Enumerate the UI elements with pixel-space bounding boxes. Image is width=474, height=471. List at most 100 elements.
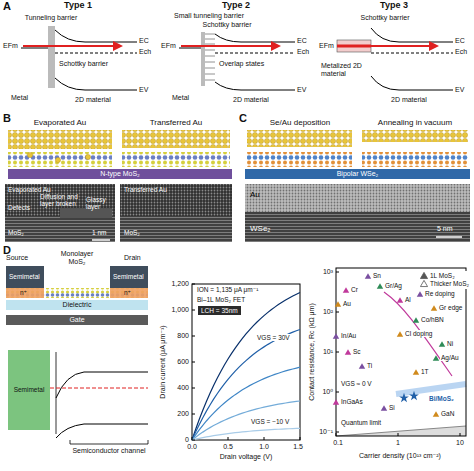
energy-level: EC — [139, 37, 149, 45]
material-label: Metalized 2D material — [321, 62, 367, 78]
panel-subheading: Se/Au deposition — [270, 118, 331, 127]
terminal-label: Drain — [124, 254, 141, 262]
data-point — [399, 393, 409, 402]
legend-item: 1L MoS₂ — [420, 272, 469, 280]
type-heading: Type 2 — [222, 0, 250, 10]
legend-text: 1L MoS₂ — [430, 272, 455, 280]
node-text: Bipolar WSe₂ — [337, 170, 379, 178]
axis-title: Drain current (μA μm⁻¹) — [159, 325, 167, 398]
point-label: Sn — [372, 272, 382, 279]
point-label: In/Au — [340, 332, 357, 339]
data-point — [343, 287, 349, 293]
node-text: LCH = 35nm — [201, 307, 238, 314]
axis-tick-mark — [336, 312, 339, 313]
iv-curve — [192, 292, 300, 440]
axis-tick-mark — [460, 433, 461, 436]
gate-layer: Gate — [6, 315, 148, 325]
data-point — [413, 369, 419, 375]
axis-tick-mark — [336, 433, 337, 436]
barrier-label: Tunneling barrier — [25, 14, 78, 22]
point-label: Ni — [446, 340, 454, 347]
panel-subheading: Transferred Au — [150, 118, 203, 127]
axis-tick: 0.5 — [223, 443, 233, 451]
axis-title: Carrier density (10¹³ cm⁻²) — [359, 452, 441, 460]
barrier-label: Schottky barrier — [59, 60, 108, 68]
point-label: InGaAs — [340, 398, 364, 405]
axis-tick: 10³ — [323, 268, 333, 276]
terminal-label: Source — [6, 254, 28, 262]
data-point — [377, 283, 383, 289]
atom-schematic — [247, 130, 468, 167]
image-label: Au — [250, 190, 260, 199]
data-point — [335, 301, 341, 307]
iv-curve — [192, 367, 300, 440]
material-label: 2D material — [75, 96, 111, 104]
plot-annotation: VGS = −10 V — [250, 418, 290, 425]
plot-annotation: VGS = 30V — [256, 334, 291, 341]
axis-tick-mark — [192, 362, 195, 363]
axis-tick-mark — [336, 272, 339, 273]
contact-label: Semimetal — [9, 273, 40, 280]
type-heading: Type 1 — [64, 0, 92, 10]
point-label: VGS ≈ 0 V — [340, 380, 373, 387]
axis-tick-mark — [336, 432, 339, 433]
data-point — [417, 291, 423, 297]
data-point — [409, 391, 419, 400]
barrier-label: Schottky barrier — [360, 14, 409, 22]
doping-label: n⁺ — [20, 289, 27, 296]
iv-curve — [192, 428, 300, 440]
band-diagram — [21, 26, 137, 90]
axis-tick-mark — [192, 284, 195, 285]
point-label: Re doping — [424, 290, 456, 297]
data-point — [345, 349, 351, 355]
axis-tick: 1,000 — [171, 306, 189, 314]
bracket-label: Semiconductor channel — [72, 447, 145, 455]
material-label: 2D material — [391, 96, 427, 104]
data-point — [397, 331, 403, 337]
doping-label: n⁺ — [124, 289, 131, 296]
axis-tick-mark — [192, 414, 195, 415]
axis-tick: 1 — [396, 439, 400, 447]
legend: 1L MoS₂Thicker MoS₂ — [418, 271, 471, 289]
axis-tick: 1.0 — [259, 443, 269, 451]
legend-item: Thicker MoS₂ — [420, 280, 469, 288]
axis-tick-mark — [336, 392, 339, 393]
semimetal-block: Semimetal — [8, 350, 50, 430]
data-point — [397, 297, 403, 303]
material-label: 2D material — [233, 96, 269, 104]
point-label: Cl doping — [404, 330, 433, 337]
point-label: Cr — [350, 286, 359, 293]
barrier-label: Small tunneling barrier — [174, 12, 244, 20]
energy-level: Ech — [139, 48, 151, 56]
axis-tick: 0 — [185, 436, 189, 444]
point-label: Gr/Ag — [384, 282, 403, 289]
node-text: Dielectric — [63, 301, 92, 309]
axis-tick: 10¹ — [323, 348, 333, 356]
legend-marker — [420, 272, 428, 280]
point-label: 1T — [420, 368, 430, 375]
data-point — [431, 305, 437, 311]
energy-level: Ech — [455, 48, 467, 56]
node-text: Gate — [69, 316, 84, 324]
iv-curve — [192, 401, 300, 440]
image-label: MoS₂ — [124, 229, 140, 236]
point-label: Al — [404, 296, 412, 303]
axis-title: Drain voltage (V) — [220, 453, 273, 461]
image-label: Defects — [8, 204, 30, 211]
energy-level: EC — [297, 37, 307, 45]
material-label: Metal — [172, 94, 189, 102]
energy-level: EV — [455, 86, 464, 94]
axis-tick: 400 — [177, 384, 189, 392]
material-band: N-type MoS₂ — [8, 169, 232, 179]
axis-tick-mark — [300, 437, 301, 440]
atom-schematic — [8, 130, 230, 167]
material-label: Metal — [11, 94, 28, 102]
image-label: WSe₂ — [250, 224, 270, 233]
panel-subheading: Evaporated Au — [34, 118, 86, 127]
axis-tick: 800 — [177, 332, 189, 340]
device-schematic — [6, 266, 148, 298]
image-label: Glassy layer — [86, 196, 114, 211]
energy-level: EV — [139, 86, 148, 94]
scatter-plot-frame — [336, 268, 466, 436]
